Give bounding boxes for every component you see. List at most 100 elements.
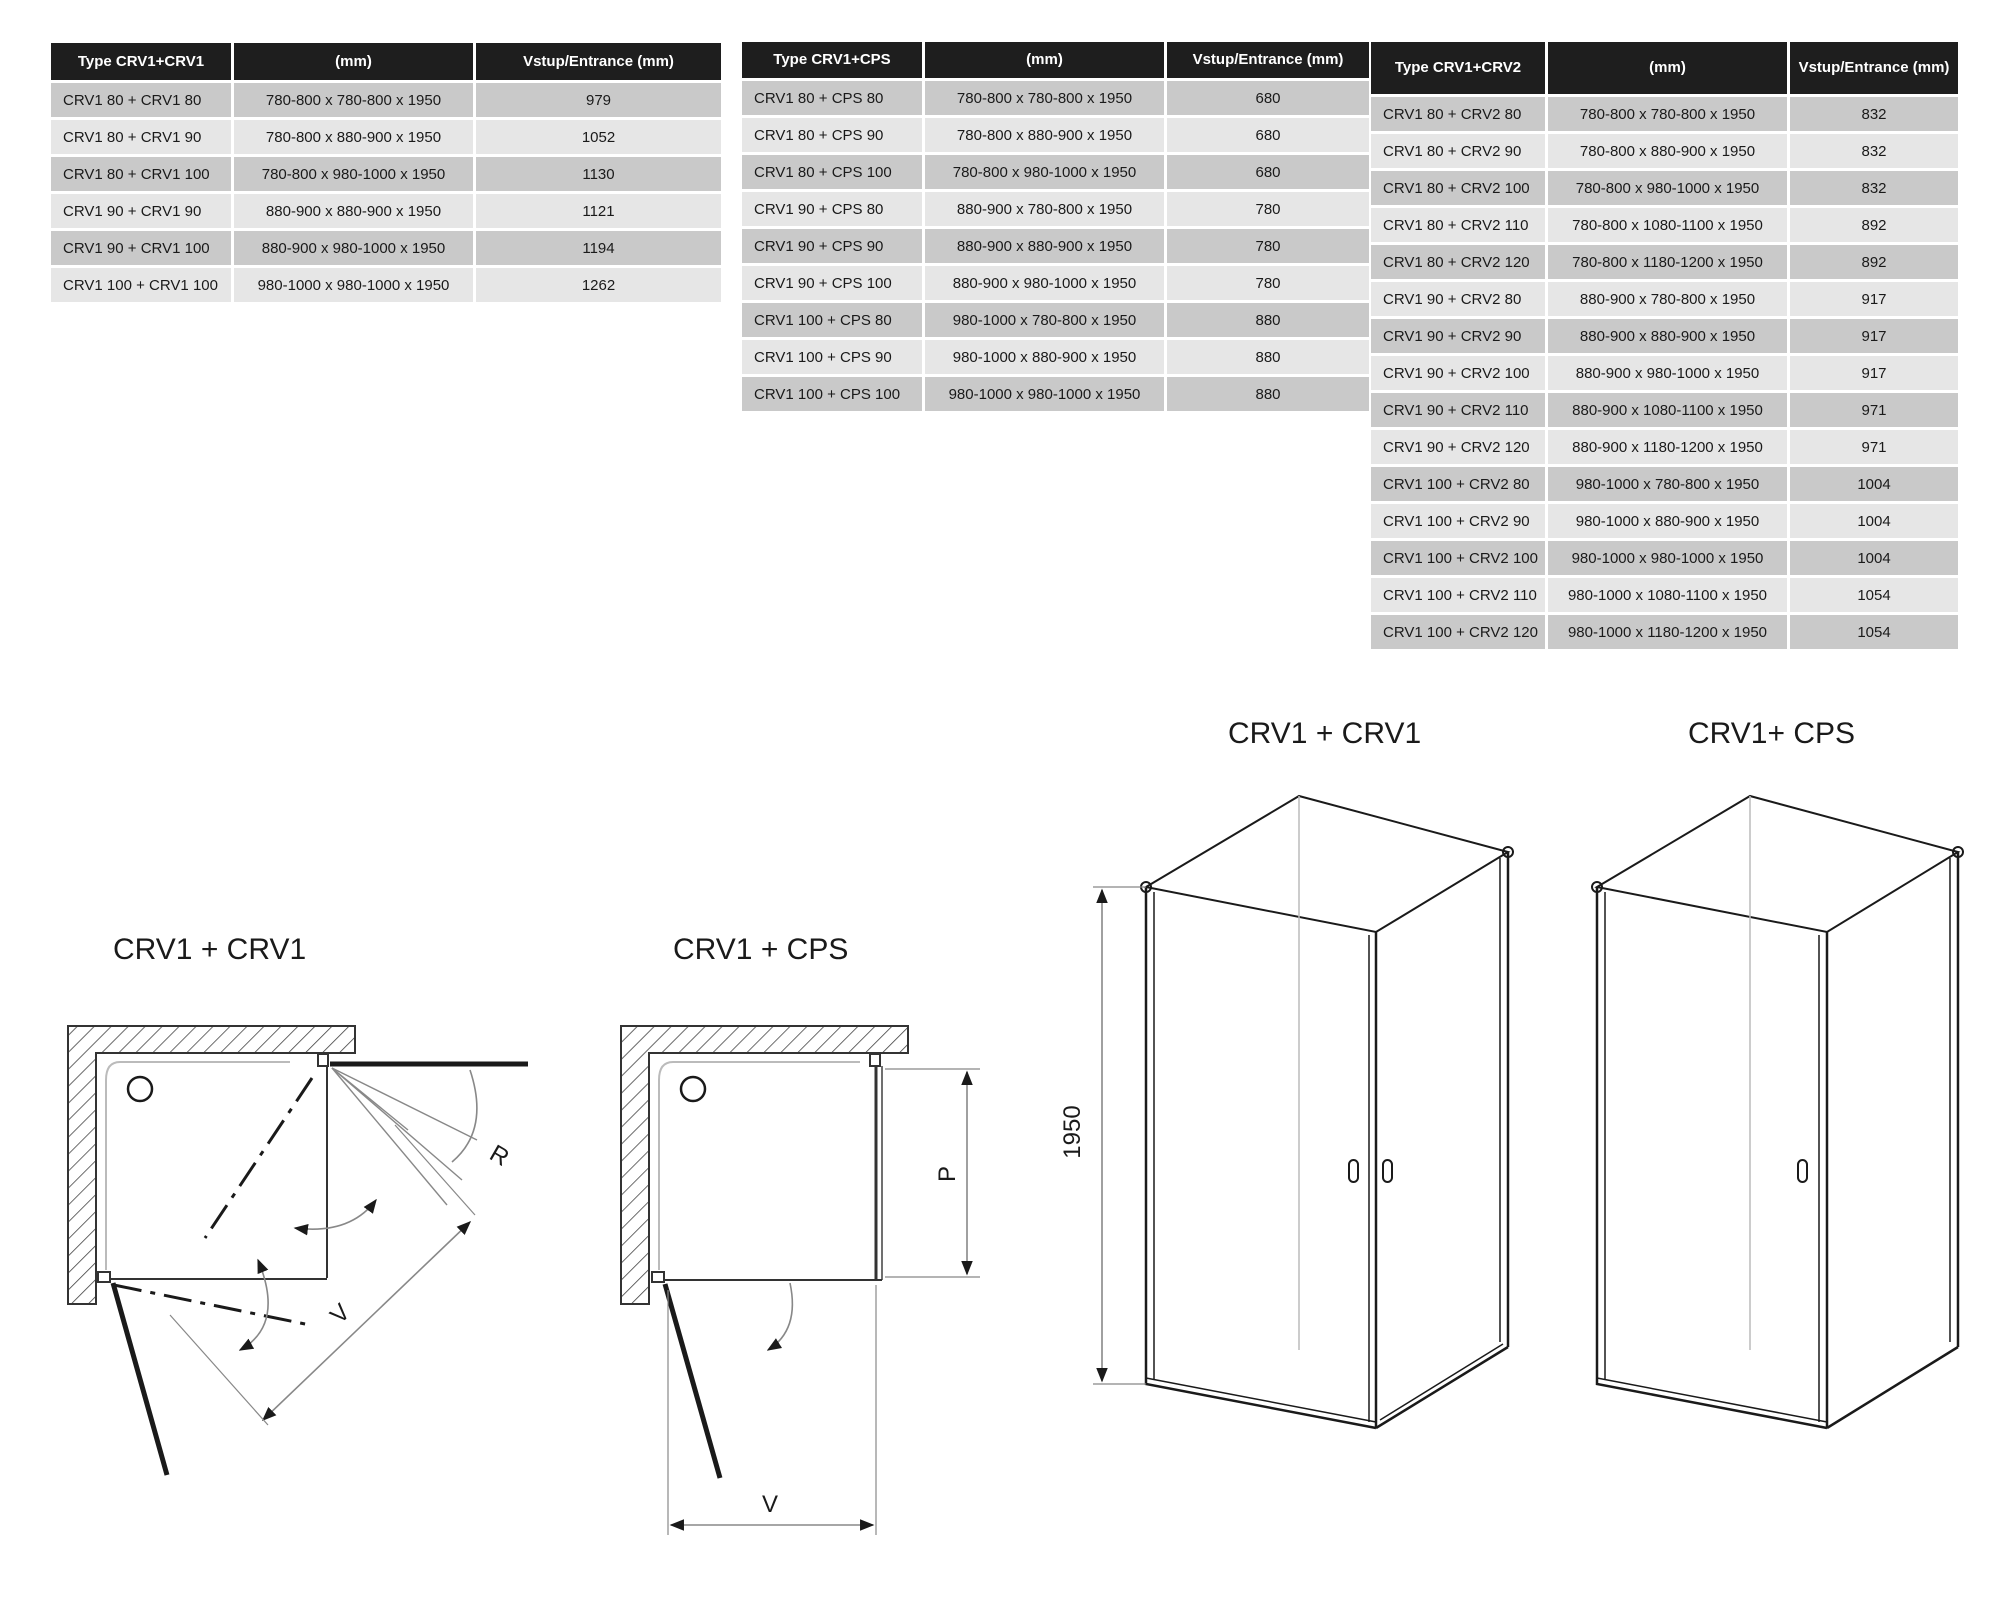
hinge-left <box>97 1271 111 1283</box>
iso-crv1-group <box>1093 794 1514 1430</box>
table-crv1-cps: Type CRV1+CPS(mm)Vstup/Entrance (mm)CRV1… <box>739 42 1372 411</box>
dashdot-1 <box>203 1077 314 1239</box>
cell-entrance: 780 <box>1167 189 1369 226</box>
cell-entrance: 1054 <box>1790 575 1958 612</box>
cell-type: CRV1 100 + CPS 100 <box>742 374 922 411</box>
table-header-row: Type CRV1+CPS(mm)Vstup/Entrance (mm) <box>742 42 1369 78</box>
cell-dimensions: 780-800 x 880-900 x 1950 <box>1548 131 1787 168</box>
cell-dimensions: 880-900 x 880-900 x 1950 <box>1548 316 1787 353</box>
cell-entrance: 1004 <box>1790 464 1958 501</box>
cell-dimensions: 980-1000 x 780-800 x 1950 <box>925 300 1164 337</box>
cell-type: CRV1 100 + CRV2 100 <box>1371 538 1545 575</box>
cell-dimensions: 880-900 x 780-800 x 1950 <box>1548 279 1787 316</box>
cell-type: CRV1 90 + CRV2 90 <box>1371 316 1545 353</box>
cell-dimensions: 880-900 x 1080-1100 x 1950 <box>1548 390 1787 427</box>
cell-type: CRV1 80 + CRV2 110 <box>1371 205 1545 242</box>
cell-entrance: 1262 <box>476 265 721 302</box>
cell-type: CRV1 90 + CRV1 90 <box>51 191 231 228</box>
cell-entrance: 880 <box>1167 337 1369 374</box>
cell-type: CRV1 90 + CPS 80 <box>742 189 922 226</box>
plan-cps-title: CRV1 + CPS <box>673 933 849 966</box>
cps-door-open <box>662 1283 723 1479</box>
iso-cps-handle <box>1797 1159 1808 1183</box>
iso-crv1-left-frame <box>1144 887 1377 1430</box>
label-height: 1950 <box>1059 1105 1086 1158</box>
cell-dimensions: 780-800 x 780-800 x 1950 <box>925 78 1164 115</box>
cell-dimensions: 780-800 x 980-1000 x 1950 <box>925 152 1164 189</box>
cell-dimensions: 880-900 x 880-900 x 1950 <box>925 226 1164 263</box>
cell-entrance: 832 <box>1790 131 1958 168</box>
cell-entrance: 971 <box>1790 390 1958 427</box>
cell-dimensions: 980-1000 x 780-800 x 1950 <box>1548 464 1787 501</box>
cell-entrance: 1004 <box>1790 538 1958 575</box>
cell-entrance: 880 <box>1167 300 1369 337</box>
label-v-plan-crv1: V <box>325 1299 355 1329</box>
cell-entrance: 917 <box>1790 316 1958 353</box>
cell-type: CRV1 90 + CPS 90 <box>742 226 922 263</box>
cell-dimensions: 780-800 x 780-800 x 1950 <box>1548 94 1787 131</box>
cell-dimensions: 980-1000 x 1180-1200 x 1950 <box>1548 612 1787 649</box>
cell-entrance: 979 <box>476 80 721 117</box>
cell-type: CRV1 90 + CRV2 100 <box>1371 353 1545 390</box>
cell-entrance: 780 <box>1167 226 1369 263</box>
cell-entrance: 1054 <box>1790 612 1958 649</box>
cell-dimensions: 980-1000 x 980-1000 x 1950 <box>925 374 1164 411</box>
iso-crv1-handle-left <box>1348 1159 1359 1183</box>
column-header: Vstup/Entrance (mm) <box>1167 42 1369 78</box>
iso-cps-group <box>1591 794 1964 1430</box>
cell-dimensions: 980-1000 x 880-900 x 1950 <box>1548 501 1787 538</box>
cell-entrance: 680 <box>1167 78 1369 115</box>
table-header-row: Type CRV1+CRV2(mm)Vstup/Entrance (mm) <box>1371 42 1958 94</box>
cell-type: CRV1 90 + CPS 100 <box>742 263 922 300</box>
dim-v-line <box>261 1221 472 1421</box>
cell-entrance: 780 <box>1167 263 1369 300</box>
cell-type: CRV1 80 + CRV2 80 <box>1371 94 1545 131</box>
plan-crv1-title: CRV1 + CRV1 <box>113 933 307 966</box>
shower-tray <box>105 1061 121 1270</box>
wall-hatch <box>67 1025 356 1305</box>
cell-entrance: 680 <box>1167 115 1369 152</box>
cell-entrance: 892 <box>1790 205 1958 242</box>
cell-entrance: 1194 <box>476 228 721 265</box>
cell-entrance: 680 <box>1167 152 1369 189</box>
cell-type: CRV1 90 + CRV2 110 <box>1371 390 1545 427</box>
table-crv1-crv2: Type CRV1+CRV2(mm)Vstup/Entrance (mm)CRV… <box>1368 42 1961 649</box>
wall-hatch-cps <box>620 1025 909 1305</box>
column-header: (mm) <box>234 43 473 80</box>
cell-dimensions: 780-800 x 980-1000 x 1950 <box>1548 168 1787 205</box>
cell-dimensions: 980-1000 x 1080-1100 x 1950 <box>1548 575 1787 612</box>
column-header: (mm) <box>1548 42 1787 94</box>
cell-dimensions: 780-800 x 880-900 x 1950 <box>925 115 1164 152</box>
column-header: (mm) <box>925 42 1164 78</box>
plan-crv1-group: R V <box>67 1025 528 1476</box>
cell-dimensions: 780-800 x 880-900 x 1950 <box>234 117 473 154</box>
cell-type: CRV1 100 + CPS 90 <box>742 337 922 374</box>
iso-cps-left-frame <box>1595 887 1828 1430</box>
cell-dimensions: 780-800 x 980-1000 x 1950 <box>234 154 473 191</box>
cell-type: CRV1 100 + CPS 80 <box>742 300 922 337</box>
cell-entrance: 892 <box>1790 242 1958 279</box>
cell-dimensions: 880-900 x 780-800 x 1950 <box>925 189 1164 226</box>
table-crv1-crv1: Type CRV1+CRV1(mm)Vstup/Entrance (mm)CRV… <box>48 43 724 302</box>
cell-dimensions: 880-900 x 880-900 x 1950 <box>234 191 473 228</box>
cell-type: CRV1 80 + CRV2 90 <box>1371 131 1545 168</box>
